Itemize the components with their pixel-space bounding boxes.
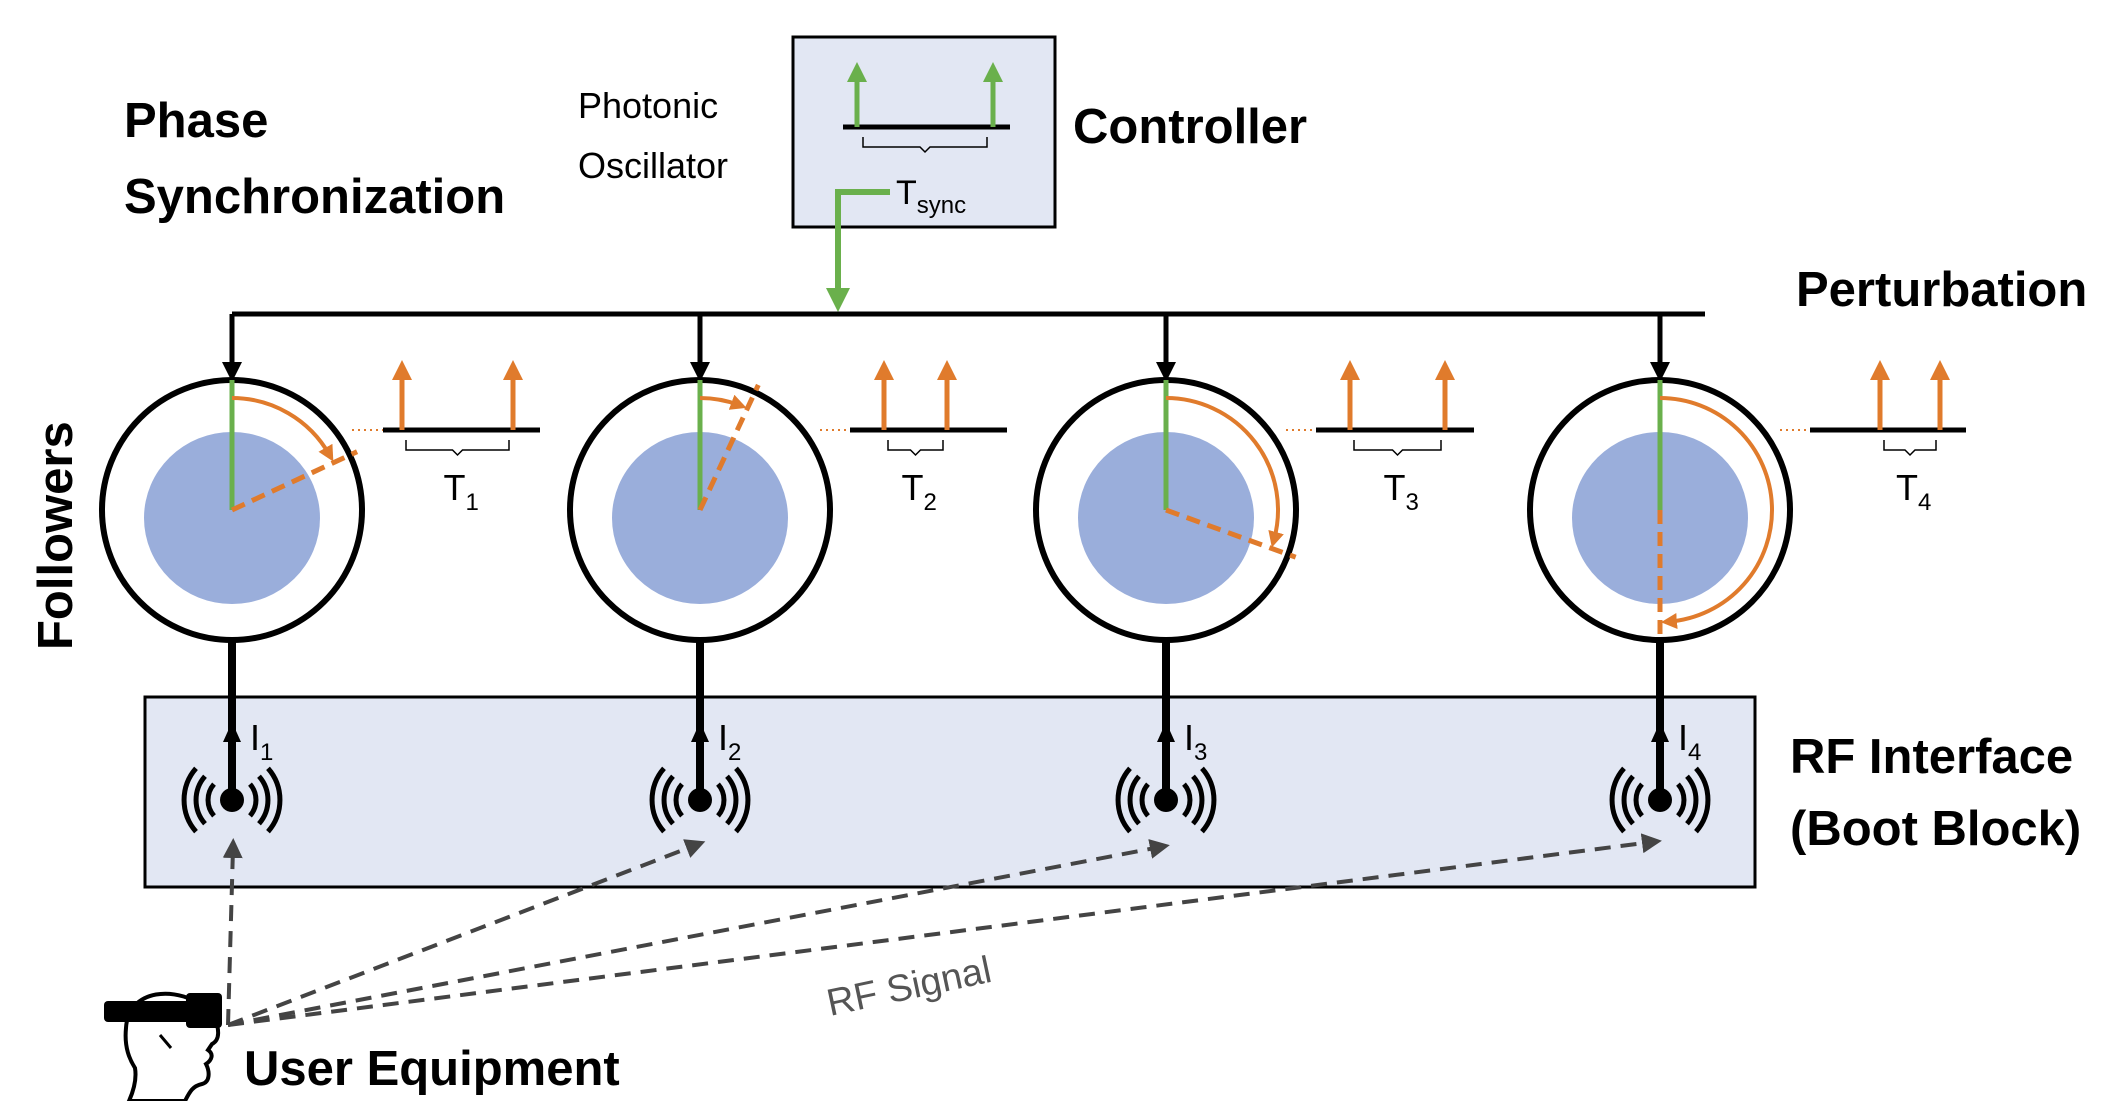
tsync-label: Tsync bbox=[896, 174, 966, 219]
phase-sync-title-line2: Synchronization bbox=[124, 170, 505, 224]
controller-period-brace bbox=[862, 137, 988, 154]
antenna-icon bbox=[649, 766, 751, 834]
user-equipment-label: User Equipment bbox=[244, 1042, 620, 1096]
phase-offset-line bbox=[697, 383, 761, 512]
phase-arc-arrow bbox=[231, 396, 334, 462]
antenna-icon bbox=[181, 766, 283, 834]
phase-sync-title-line1: Phase bbox=[124, 94, 268, 148]
period-brace bbox=[887, 440, 944, 457]
phase-offset-line bbox=[230, 449, 359, 513]
antenna-icon bbox=[1115, 766, 1217, 834]
period-brace bbox=[1353, 440, 1442, 457]
current-arrow-head bbox=[223, 722, 241, 742]
phase-arc-arrow bbox=[699, 394, 747, 410]
current-label: I2 bbox=[718, 717, 741, 766]
oscillator-disk bbox=[1078, 432, 1254, 604]
rf-interface-title-line2: (Boot Block) bbox=[1790, 802, 2081, 856]
phase-arc-arrow bbox=[1659, 396, 1775, 629]
period-brace bbox=[405, 440, 510, 457]
current-label: I1 bbox=[250, 717, 273, 766]
rf-interface-panel bbox=[143, 695, 1757, 889]
rf-interface-title-line1: RF Interface bbox=[1790, 730, 2073, 784]
phase-offset-line bbox=[1165, 507, 1297, 560]
current-label: I3 bbox=[1184, 717, 1207, 766]
rf-signal-paths bbox=[222, 833, 1662, 1027]
current-arrow-head bbox=[1651, 722, 1669, 742]
period-label: T4 bbox=[1896, 467, 1931, 516]
antenna-icon bbox=[1609, 766, 1711, 834]
period-brace bbox=[1883, 440, 1937, 457]
current-arrow-head bbox=[691, 722, 709, 742]
oscillator-disk bbox=[612, 432, 788, 604]
period-label: T2 bbox=[902, 467, 937, 516]
controller-title: Controller bbox=[1073, 100, 1307, 154]
phase-arc-arrow bbox=[1165, 396, 1284, 548]
rf-signal-label: RF Signal bbox=[823, 949, 995, 1025]
current-arrow-head bbox=[1157, 722, 1175, 742]
perturbation-label: Perturbation bbox=[1796, 263, 2087, 317]
photonic-label-line1: Photonic bbox=[578, 85, 718, 126]
oscillator-disk bbox=[144, 432, 320, 604]
photonic-label-line2: Oscillator bbox=[578, 145, 728, 186]
followers-label: Followers bbox=[29, 421, 83, 650]
current-label: I4 bbox=[1678, 717, 1701, 766]
headset-icon bbox=[104, 991, 222, 1101]
period-label: T3 bbox=[1384, 467, 1419, 516]
period-label: T1 bbox=[444, 467, 479, 516]
controller-output-signal bbox=[826, 189, 890, 312]
